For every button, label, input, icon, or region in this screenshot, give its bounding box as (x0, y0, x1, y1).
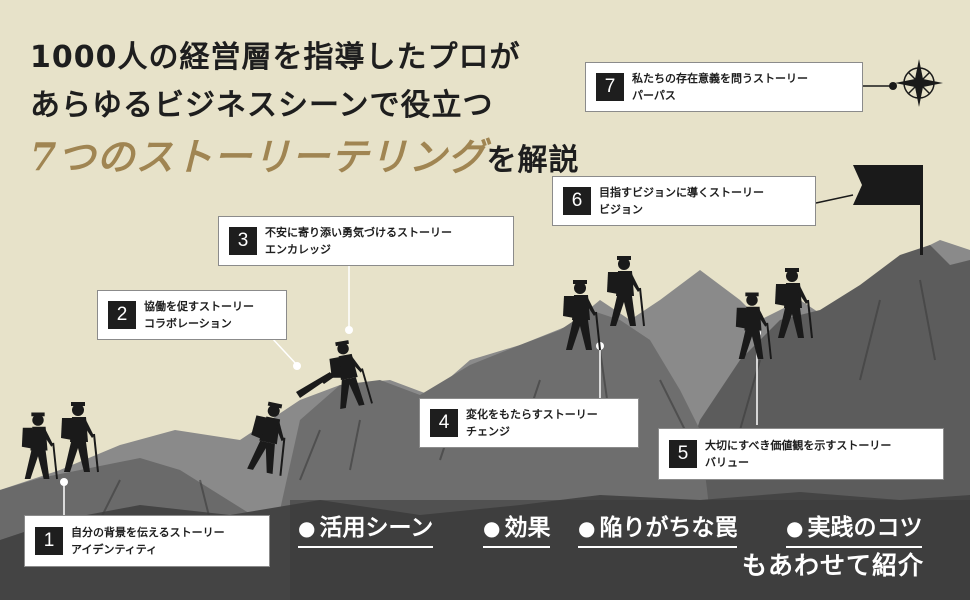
story-title: 大切にすべき価値観を示すストーリー (705, 439, 892, 452)
features-closing: もあわせて紹介 (742, 551, 925, 580)
story-number: 6 (563, 187, 591, 215)
story-number: 4 (430, 409, 458, 437)
story-text: 私たちの存在意義を問うストーリー パーパス (632, 70, 808, 104)
story-card-4: 4 変化をもたらすストーリー チェンジ (419, 398, 639, 448)
story-name: コラボレーション (144, 317, 232, 330)
reaching-hands (296, 366, 344, 398)
story-text: 大切にすべき価値観を示すストーリー バリュー (705, 437, 891, 471)
story-name: チェンジ (466, 425, 510, 438)
story-card-5: 5 大切にすべき価値観を示すストーリー バリュー (658, 428, 944, 480)
bullet-icon: ● (483, 516, 501, 540)
feature-label: 活用シーン (319, 515, 434, 541)
story-name: パーパス (632, 89, 676, 102)
story-card-1: 1 自分の背景を伝えるストーリー アイデンティティ (24, 515, 270, 567)
story-title: 変化をもたらすストーリー (466, 408, 598, 421)
headline-line-3: 7つのストーリーテリングを解説 (30, 126, 579, 181)
flag-icon (853, 165, 923, 255)
story-name: ビジョン (599, 203, 643, 216)
story-text: 変化をもたらすストーリー チェンジ (466, 406, 598, 440)
feature-item-pitfalls: ●陥りがちな罠 (578, 508, 738, 548)
story-card-3: 3 不安に寄り添い勇気づけるストーリー エンカレッジ (218, 216, 514, 266)
story-card-7: 7 私たちの存在意義を問うストーリー パーパス (585, 62, 863, 112)
story-title: 目指すビジョンに導くストーリー (599, 186, 764, 199)
story-number: 2 (108, 301, 136, 329)
connector-dots (60, 82, 897, 486)
story-number: 7 (596, 73, 624, 101)
story-title: 不安に寄り添い勇気づけるストーリー (265, 226, 452, 239)
headline-accent: 7つのストーリーテリング (30, 134, 487, 179)
connector-lines (63, 85, 893, 515)
feature-label: 実践のコツ (807, 515, 923, 541)
story-title: 私たちの存在意義を問うストーリー (632, 72, 808, 85)
bullet-icon: ● (578, 516, 596, 540)
story-title: 協働を促すストーリー (144, 300, 254, 313)
headline-line-1: 1000人の経営層を指導したプロが (30, 40, 521, 75)
headline-line-2: あらゆるビジネスシーンで役立つ (30, 88, 494, 123)
story-card-2: 2 協働を促すストーリー コラボレーション (97, 290, 287, 340)
compass-icon (895, 59, 943, 107)
story-name: アイデンティティ (71, 543, 158, 556)
story-number: 3 (229, 227, 257, 255)
story-name: エンカレッジ (265, 243, 331, 256)
feature-label: 効果 (504, 515, 551, 541)
story-name: バリュー (705, 456, 749, 469)
story-text: 不安に寄り添い勇気づけるストーリー エンカレッジ (265, 224, 452, 258)
story-title: 自分の背景を伝えるストーリー (71, 526, 225, 539)
bullet-icon: ● (298, 516, 316, 540)
feature-item-usage-scenes: ●活用シーン (298, 508, 434, 548)
feature-item-effects: ●効果 (483, 508, 551, 548)
feature-item-tips: ●実践のコツ (786, 508, 923, 548)
story-text: 自分の背景を伝えるストーリー アイデンティティ (71, 524, 225, 558)
story-number: 5 (669, 440, 697, 468)
story-text: 目指すビジョンに導くストーリー ビジョン (599, 184, 764, 218)
bullet-icon: ● (786, 516, 804, 540)
story-card-6: 6 目指すビジョンに導くストーリー ビジョン (552, 176, 816, 226)
headline-tail: を解説 (486, 143, 580, 178)
feature-label: 陥りがちな罠 (599, 515, 738, 541)
story-text: 協働を促すストーリー コラボレーション (144, 298, 254, 332)
story-number: 1 (35, 527, 63, 555)
features-band (290, 500, 970, 600)
